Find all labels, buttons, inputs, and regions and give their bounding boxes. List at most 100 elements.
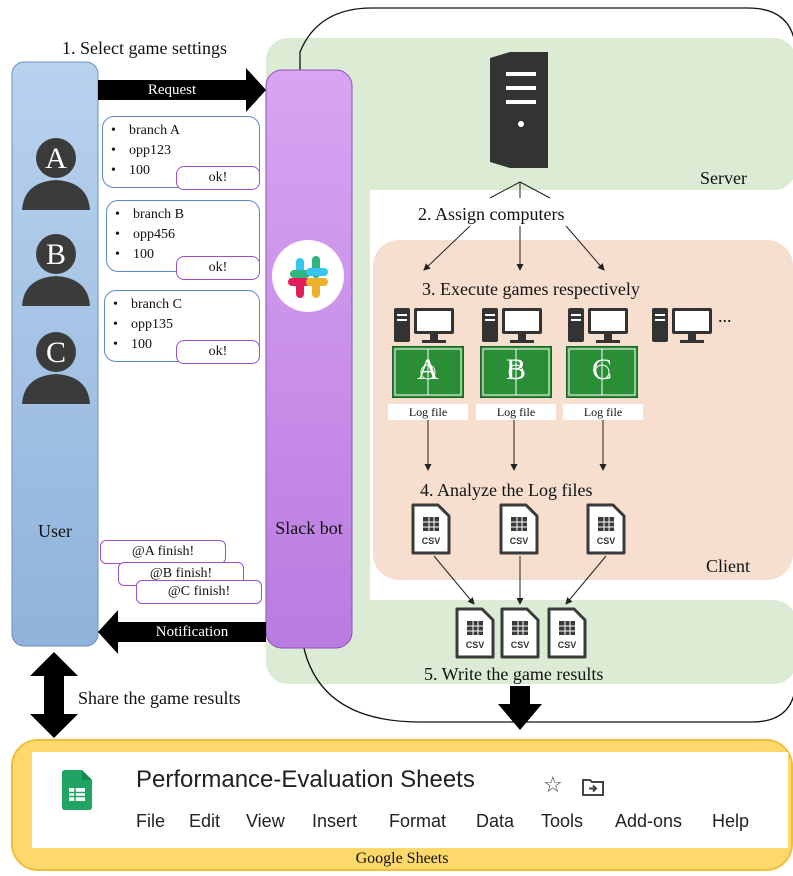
computer-icon [482, 308, 542, 343]
menu-insert[interactable]: Insert [312, 811, 358, 831]
step-analyze: 4. Analyze the Log files [420, 480, 593, 500]
more-computers-label: ... [718, 306, 732, 326]
slack-column [265, 69, 353, 649]
user-avatar-c: C [16, 324, 96, 404]
reply-bubble-c: ok! [176, 340, 260, 364]
folder-icon [582, 779, 604, 796]
menu-add-ons[interactable]: Add-ons [615, 811, 683, 831]
game-letter: C [591, 353, 612, 386]
csv-file-c: CSV [585, 502, 627, 556]
person-icon [22, 332, 90, 404]
setting-opponent: opp135 [105, 315, 259, 335]
setting-count: 100 [107, 245, 259, 265]
sheets-window [32, 752, 788, 848]
setting-count: 100 [103, 161, 259, 181]
sheets-logo [62, 770, 92, 810]
server-label: Server [700, 168, 747, 188]
reply-bubble-a: ok! [176, 166, 260, 190]
computer-icon [568, 308, 628, 343]
computer-a [392, 306, 462, 346]
notification-text: @C finish! [167, 584, 231, 599]
share-label: Share the game results [78, 688, 241, 708]
sheets-caption: Google Sheets [355, 850, 449, 867]
reply-text: ok! [208, 260, 228, 275]
notification-text: @A finish! [131, 544, 195, 559]
step-select: 1. Select game settings [62, 38, 227, 58]
menu-file[interactable]: File [136, 811, 166, 831]
notification-label: Notification [155, 624, 229, 640]
user-avatar-a: A [16, 130, 96, 210]
setting-branch: branch C [105, 295, 259, 315]
slack-icon [288, 256, 328, 298]
share-arrow [30, 652, 78, 738]
step-execute: 3. Execute games respectively [422, 279, 640, 299]
csv-label: CSV [510, 640, 530, 650]
step-write: 5. Write the game results [424, 664, 604, 684]
user-label: User [38, 521, 72, 541]
user-letter: B [45, 238, 66, 271]
setting-opponent: opp123 [103, 141, 259, 161]
log-file-c: Log file [563, 404, 643, 420]
notification-text: @B finish! [149, 566, 213, 581]
csv-label: CSV [557, 640, 577, 650]
sheets-title[interactable]: Performance-Evaluation Sheets [136, 766, 475, 793]
reply-text: ok! [208, 170, 228, 185]
setting-count: 100 [105, 335, 259, 355]
computer-d [650, 306, 720, 346]
setting-opponent: opp456 [107, 225, 259, 245]
computer-icon [394, 308, 454, 343]
csv-file-icon [499, 503, 539, 555]
csv-result-a: CSV [454, 606, 496, 660]
computer-c [566, 306, 636, 346]
soccer-field-lines [568, 348, 636, 396]
log-file-a: Log file [388, 404, 468, 420]
star-icon[interactable]: ☆ [543, 772, 563, 797]
csv-file-icon [411, 503, 451, 555]
log-file-b: Log file [476, 404, 556, 420]
menu-data[interactable]: Data [476, 811, 515, 831]
reply-text: ok! [208, 344, 228, 359]
csv-result-b: CSV [499, 606, 541, 660]
slack-logo [272, 240, 344, 312]
setting-branch: branch A [103, 121, 259, 141]
csv-label: CSV [509, 536, 529, 546]
user-letter: C [45, 336, 66, 369]
csv-result-c: CSV [546, 606, 588, 660]
menu-edit[interactable]: Edit [189, 811, 221, 831]
request-arrow [98, 68, 266, 112]
game-field-c: C [566, 346, 638, 398]
csv-file-icon [455, 607, 495, 659]
menu-tools[interactable]: Tools [541, 811, 584, 831]
menu-help[interactable]: Help [712, 811, 750, 831]
soccer-field-lines [482, 348, 550, 396]
person-icon [22, 138, 90, 210]
person-icon [22, 234, 90, 306]
step-assign: 2. Assign computers [418, 204, 565, 224]
csv-file-a: CSV [410, 502, 452, 556]
notification-bubble-a: @A finish! [100, 540, 226, 564]
user-avatar-b: B [16, 226, 96, 306]
system-outline [299, 7, 793, 723]
notification-bubble-c: @C finish! [136, 580, 262, 604]
write-arrow [498, 686, 542, 730]
client-label: Client [706, 556, 750, 576]
csv-file-icon [547, 607, 587, 659]
game-field-a: A [392, 346, 464, 398]
move-folder-icon[interactable] [582, 778, 604, 796]
slack-bot-label: Slack bot [275, 518, 343, 538]
csv-file-icon [586, 503, 626, 555]
sheets-icon [62, 770, 92, 810]
notification-arrow [98, 610, 266, 654]
game-letter: B [505, 353, 526, 386]
csv-file-icon [500, 607, 540, 659]
user-letter: A [45, 142, 67, 175]
menu-format[interactable]: Format [389, 811, 447, 831]
csv-file-b: CSV [498, 502, 540, 556]
computer-b [480, 306, 550, 346]
csv-label: CSV [421, 536, 441, 546]
menu-view[interactable]: View [246, 811, 285, 831]
game-field-b: B [480, 346, 552, 398]
csv-label: CSV [465, 640, 485, 650]
soccer-field-lines [394, 348, 462, 396]
